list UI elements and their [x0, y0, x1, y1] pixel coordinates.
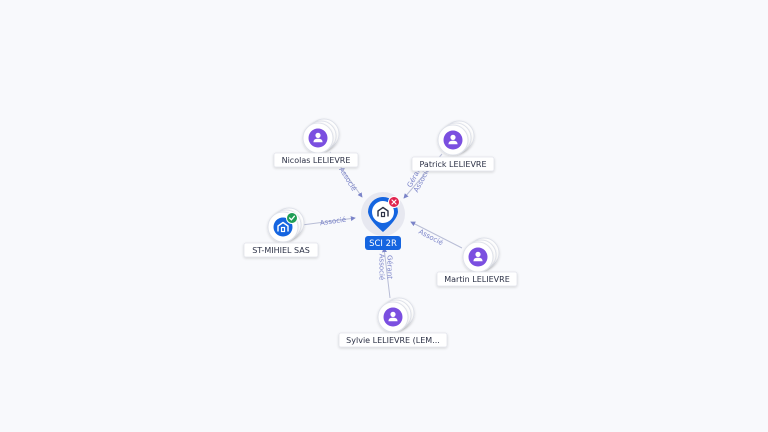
node-label-text: ST-MIHIEL SAS [252, 246, 310, 255]
node-stmihiel[interactable]: ST-MIHIEL SAS [243, 207, 319, 258]
center-label-text: SCI 2R [369, 239, 397, 249]
person-icon [443, 130, 463, 150]
check-icon [286, 212, 298, 224]
node-martin[interactable]: Martin LELIEVRE [436, 237, 518, 287]
node-label-text: Nicolas LELIEVRE [282, 156, 351, 165]
edge-label-group: Associé [337, 166, 358, 193]
edge-stmihiel: Associé [301, 216, 356, 228]
node-patrick[interactable]: Patrick LELIEVRE [411, 120, 495, 172]
node-label: Nicolas LELIEVRE [273, 152, 359, 168]
edge-martin: Associé [410, 221, 463, 249]
node-label: Sylvie LELIEVRE (LEM... [338, 332, 448, 348]
edge-label: Associé [319, 216, 346, 228]
nodes-layer: Nicolas LELIEVRE Patrick LELIEVRE ST-MIHIE… [243, 118, 518, 348]
center-label: SCI 2R [365, 236, 401, 250]
edge-label: Gérant [386, 255, 394, 279]
edge-label: Associé [417, 228, 444, 247]
company-icon [377, 206, 389, 218]
node-label: Martin LELIEVRE [436, 271, 518, 287]
person-icon [468, 247, 488, 267]
edge-label: Associé [337, 166, 358, 193]
node-label: Patrick LELIEVRE [411, 156, 495, 172]
person-icon [308, 128, 328, 148]
person-icon [383, 307, 403, 327]
edge-line [301, 216, 356, 226]
node-label: ST-MIHIEL SAS [243, 242, 319, 258]
company-icon [273, 217, 293, 237]
edge-line [382, 247, 391, 299]
edge-label-group: Associé [417, 228, 444, 247]
edge-line [410, 221, 463, 249]
node-nicolas[interactable]: Nicolas LELIEVRE [273, 118, 359, 168]
center-node[interactable]: SCI 2R [361, 192, 405, 250]
edge-label: Associé [378, 254, 386, 280]
node-label-text: Martin LELIEVRE [444, 275, 510, 284]
node-label-text: Sylvie LELIEVRE (LEM... [346, 336, 440, 345]
node-label-text: Patrick LELIEVRE [419, 160, 486, 169]
edge-label-group: Associé [319, 216, 346, 228]
close-icon[interactable] [388, 196, 400, 208]
node-sylvie[interactable]: Sylvie LELIEVRE (LEM... [338, 297, 448, 348]
